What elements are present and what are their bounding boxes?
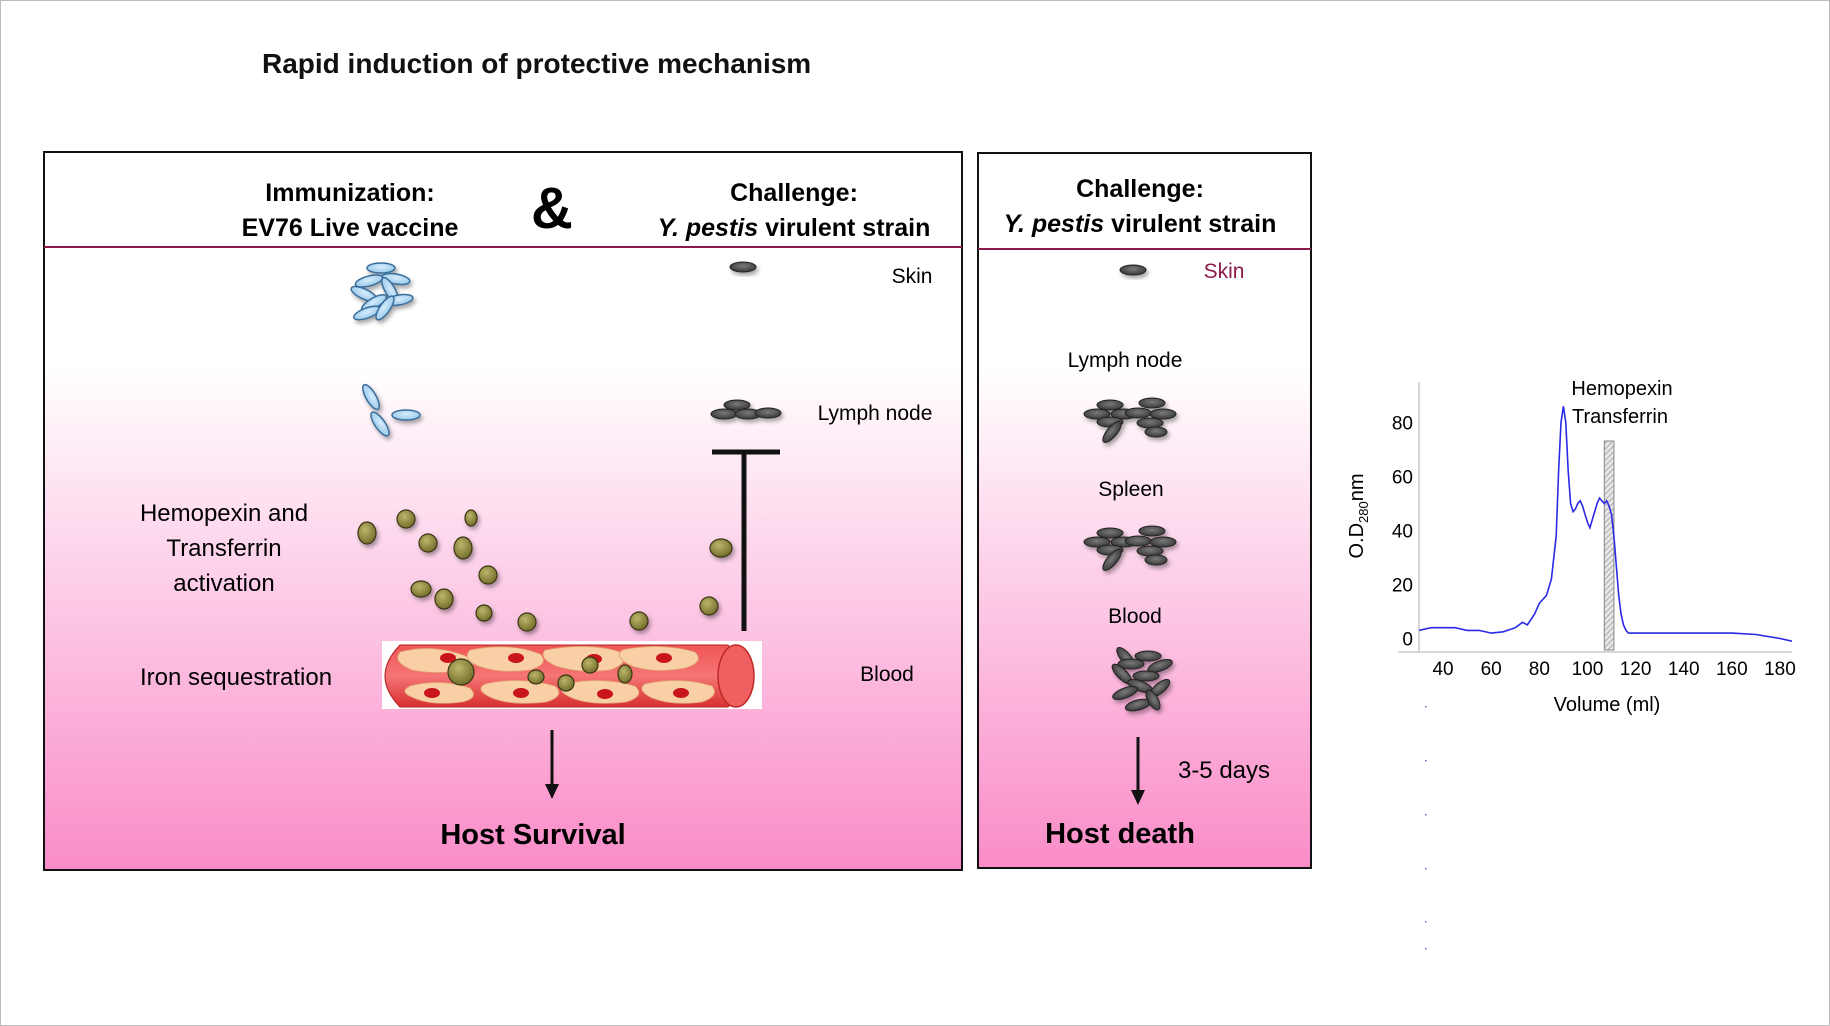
- right-skin-label: Skin: [1204, 260, 1245, 283]
- left-immunization-heading: Immunization:: [265, 179, 434, 207]
- left-panel: Immunization: EV76 Live vaccine & Challe…: [44, 152, 962, 870]
- left-skin-label: Skin: [892, 265, 933, 288]
- host-death-label: Host death: [1045, 818, 1195, 850]
- left-challenge-strain: Y. pestis virulent strain: [658, 214, 931, 242]
- left-lymph-node-label: Lymph node: [818, 402, 933, 425]
- left-strain-rest: virulent strain: [758, 214, 930, 242]
- chart-x-tick-label: 80: [1529, 659, 1550, 680]
- chart-y-label-sub: 280: [1356, 501, 1371, 523]
- chart-y-tick-label: 60: [1392, 468, 1413, 489]
- chart-x-tick-label: 160: [1716, 659, 1748, 680]
- left-challenge-bacterium-skin: [730, 262, 756, 272]
- chart-x-tick-label: 60: [1481, 659, 1502, 680]
- chart-y-label: O.D280nm: [1346, 473, 1371, 558]
- right-strain-rest: virulent strain: [1104, 210, 1276, 238]
- chart-dots: [1425, 706, 1427, 950]
- hemopexin-label-line1: Hemopexin and: [140, 500, 308, 527]
- left-strain-species: Y. pestis: [658, 214, 759, 242]
- chart-y-tick-label: 0: [1402, 630, 1413, 651]
- chart-x-tick-label: 40: [1432, 659, 1453, 680]
- right-challenge-heading: Challenge:: [1076, 175, 1204, 203]
- left-blood-label: Blood: [860, 663, 914, 686]
- duration-label: 3-5 days: [1178, 757, 1270, 784]
- chart-y-tick-label: 20: [1392, 576, 1413, 597]
- chart-y-tick-label: 80: [1392, 414, 1413, 435]
- right-challenge-bacterium-skin: [1120, 265, 1146, 275]
- hemopexin-label-line3: activation: [173, 570, 274, 597]
- chromatography-chart: 0 20 40 60 80 40 60 80 100 120 140 160 180 Hemopexi…: [1346, 378, 1796, 950]
- chart-x-tick-label: 140: [1668, 659, 1700, 680]
- chart-annotation-transferrin: Transferrin: [1572, 406, 1668, 428]
- hemopexin-label-line2: Transferrin: [166, 535, 281, 562]
- chart-x-tick-label: 120: [1620, 659, 1652, 680]
- chart-x-tick-label: 180: [1764, 659, 1796, 680]
- chart-annotation-hemopexin: Hemopexin: [1571, 378, 1672, 400]
- chart-highlight-band: [1604, 441, 1614, 650]
- right-strain-species: Y. pestis: [1004, 210, 1105, 238]
- left-vaccine-label: EV76 Live vaccine: [242, 214, 459, 242]
- chart-x-ticks: 40 60 80 100 120 140 160 180: [1432, 659, 1795, 680]
- host-survival-label: Host Survival: [440, 819, 625, 851]
- right-spleen-label: Spleen: [1098, 478, 1163, 501]
- iron-sequestration-label: Iron sequestration: [140, 664, 332, 691]
- chart-y-label-main: O.D: [1346, 523, 1368, 559]
- right-lymph-node-label: Lymph node: [1068, 349, 1183, 372]
- right-challenge-strain: Y. pestis virulent strain: [1004, 210, 1277, 238]
- chart-y-tick-label: 40: [1392, 522, 1413, 543]
- chart-y-label-unit: nm: [1346, 473, 1368, 501]
- right-blood-label: Blood: [1108, 605, 1162, 628]
- right-panel: Challenge: Y. pestis virulent strain Ski…: [978, 153, 1311, 868]
- left-challenge-heading: Challenge:: [730, 179, 858, 207]
- ampersand: &: [531, 176, 573, 241]
- chart-x-tick-label: 100: [1572, 659, 1604, 680]
- blood-vessel: [382, 641, 762, 709]
- chart-x-label: Volume (ml): [1554, 694, 1661, 716]
- chart-y-ticks: 0 20 40 60 80: [1392, 414, 1413, 651]
